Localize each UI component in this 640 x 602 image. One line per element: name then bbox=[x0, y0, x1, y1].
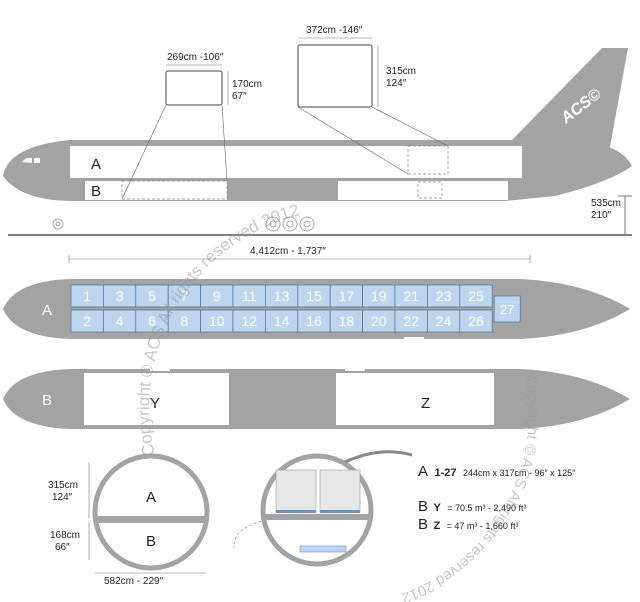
legend: A 1-27 244cm x 317cm - 96″ x 125″ B Y = … bbox=[418, 463, 576, 533]
section-a-label: A bbox=[146, 489, 156, 506]
pallet-position-27 bbox=[493, 295, 521, 323]
legend-key-a: A bbox=[418, 463, 428, 480]
door-section-lower-pallet bbox=[299, 545, 347, 553]
legend-value-y: = 70.5 m³ - 2,490 ft³ bbox=[447, 503, 526, 513]
large-door-width: 372cm -146″ bbox=[306, 25, 363, 36]
pallet-position-21-label: 21 bbox=[403, 288, 419, 304]
section-floor bbox=[96, 516, 206, 523]
pallet-position-12-label: 12 bbox=[241, 313, 257, 329]
pallet-position-8-label: 8 bbox=[181, 313, 189, 329]
legend-positions-z: Z bbox=[433, 520, 440, 532]
hold-y-door bbox=[150, 367, 170, 371]
legend-key-bz: B bbox=[418, 516, 428, 533]
door-section-pallet-left bbox=[275, 469, 317, 513]
main-deck-label: A bbox=[42, 302, 52, 319]
large-door bbox=[297, 44, 373, 108]
side-tail-fin bbox=[512, 48, 628, 158]
cross-section-plain: A B 315cm 124″ 168cm 66″ 582cm - 229″ bbox=[48, 453, 210, 587]
hold-z bbox=[336, 373, 494, 425]
pallet-position-3-label: 3 bbox=[116, 288, 124, 304]
pallet-position-7-label: 7 bbox=[181, 288, 189, 304]
legend-key-by: B bbox=[418, 498, 428, 515]
pallet-position-23-label: 23 bbox=[436, 288, 452, 304]
pallet-position-17-label: 17 bbox=[339, 288, 355, 304]
lower-deck-plan: B Y Z bbox=[3, 367, 630, 429]
pallet-position-20-label: 20 bbox=[371, 313, 387, 329]
small-door-width: 269cm -106″ bbox=[167, 52, 224, 63]
pallet-position-16-label: 16 bbox=[306, 313, 322, 329]
pallet-position-25-label: 25 bbox=[468, 288, 484, 304]
cockpit-windows bbox=[22, 158, 40, 163]
legend-row-1: A 1-27 244cm x 317cm - 96″ x 125″ bbox=[418, 463, 576, 480]
section-upper-cm: 315cm bbox=[48, 480, 78, 491]
lower-door-swing bbox=[233, 519, 267, 549]
callout-leaders bbox=[121, 104, 449, 200]
door-section-pallet-right bbox=[319, 469, 361, 513]
pallet-position-2-label: 2 bbox=[83, 313, 91, 329]
pallet-position-13-label: 13 bbox=[274, 288, 290, 304]
legend-row-3: B Z = 47 m³ - 1,660 ft³ bbox=[418, 516, 518, 533]
legend-value-a: 244cm x 317cm - 96″ x 125″ bbox=[463, 468, 576, 478]
pallet-position-1-label: 1 bbox=[83, 288, 91, 304]
section-width: 582cm - 229″ bbox=[104, 576, 164, 587]
pallet-position-14-label: 14 bbox=[274, 313, 290, 329]
pallet-position-4-label: 4 bbox=[116, 313, 124, 329]
side-lower-deck-aft bbox=[338, 181, 508, 200]
side-lower-aft-box bbox=[417, 181, 443, 199]
ground-height-cm: 535cm bbox=[591, 198, 621, 209]
side-deck-b-label: B bbox=[91, 183, 101, 200]
door-section-floor bbox=[264, 514, 370, 520]
hold-z-label: Z bbox=[421, 395, 430, 412]
section-upper-in: 124″ bbox=[52, 492, 73, 503]
pallet-position-27-label: 27 bbox=[500, 302, 514, 317]
legend-positions-a: 1-27 bbox=[434, 467, 456, 479]
lower-deck-label: B bbox=[42, 392, 52, 409]
large-door-height-cm: 315cm bbox=[386, 66, 416, 77]
pallet-position-5-label: 5 bbox=[148, 288, 156, 304]
main-door-open-arc bbox=[344, 450, 413, 464]
pallet-position-9-label: 9 bbox=[213, 288, 221, 304]
section-lower-in: 66″ bbox=[55, 542, 70, 553]
landing-gear bbox=[52, 216, 315, 232]
pallet-position-26 bbox=[459, 309, 493, 333]
small-door-height-cm: 170cm bbox=[232, 79, 262, 90]
side-deck-a-label: A bbox=[91, 156, 101, 173]
pallet-position-26-label: 26 bbox=[468, 313, 484, 329]
section-b-label: B bbox=[146, 533, 156, 550]
side-lower-deck-fwd bbox=[85, 181, 227, 200]
main-door-marker bbox=[404, 337, 424, 341]
section-lower-cm: 168cm bbox=[50, 530, 80, 541]
large-door-height-in: 124″ bbox=[386, 78, 407, 89]
hold-y-label: Y bbox=[150, 395, 160, 412]
small-door bbox=[165, 70, 223, 106]
ground-height-in: 210″ bbox=[591, 210, 612, 221]
side-lower-fwd-box bbox=[121, 180, 228, 200]
pallet-position-24-label: 24 bbox=[436, 313, 452, 329]
pallet-position-6-label: 6 bbox=[148, 313, 156, 329]
legend-value-z: = 47 m³ - 1,660 ft³ bbox=[447, 521, 519, 531]
small-door-height-in: 67″ bbox=[232, 91, 247, 102]
pallet-position-18-label: 18 bbox=[339, 313, 355, 329]
pallet-position-22-label: 22 bbox=[403, 313, 419, 329]
legend-positions-y: Y bbox=[433, 502, 441, 514]
pallet-position-10-label: 10 bbox=[209, 313, 225, 329]
hold-z-door bbox=[345, 367, 365, 371]
door-callouts: 269cm -106″ 170cm 67″ 372cm -146″ 315cm … bbox=[121, 25, 449, 200]
cross-section-door bbox=[233, 450, 413, 567]
legend-row-2: B Y = 70.5 m³ - 2,490 ft³ bbox=[418, 498, 527, 515]
pallet-position-19-label: 19 bbox=[371, 288, 387, 304]
side-view: A B ACS© 535cm 210″ bbox=[3, 48, 632, 236]
pallet-position-15-label: 15 bbox=[306, 288, 322, 304]
main-deck-length: 4,412cm - 1,737″ bbox=[250, 246, 326, 257]
hold-y bbox=[84, 373, 229, 425]
pallet-position-11-label: 11 bbox=[242, 288, 257, 304]
side-main-deck bbox=[70, 146, 522, 178]
section-ring bbox=[92, 453, 210, 571]
side-main-door-box bbox=[407, 145, 449, 175]
pallet-position-25 bbox=[459, 284, 493, 308]
